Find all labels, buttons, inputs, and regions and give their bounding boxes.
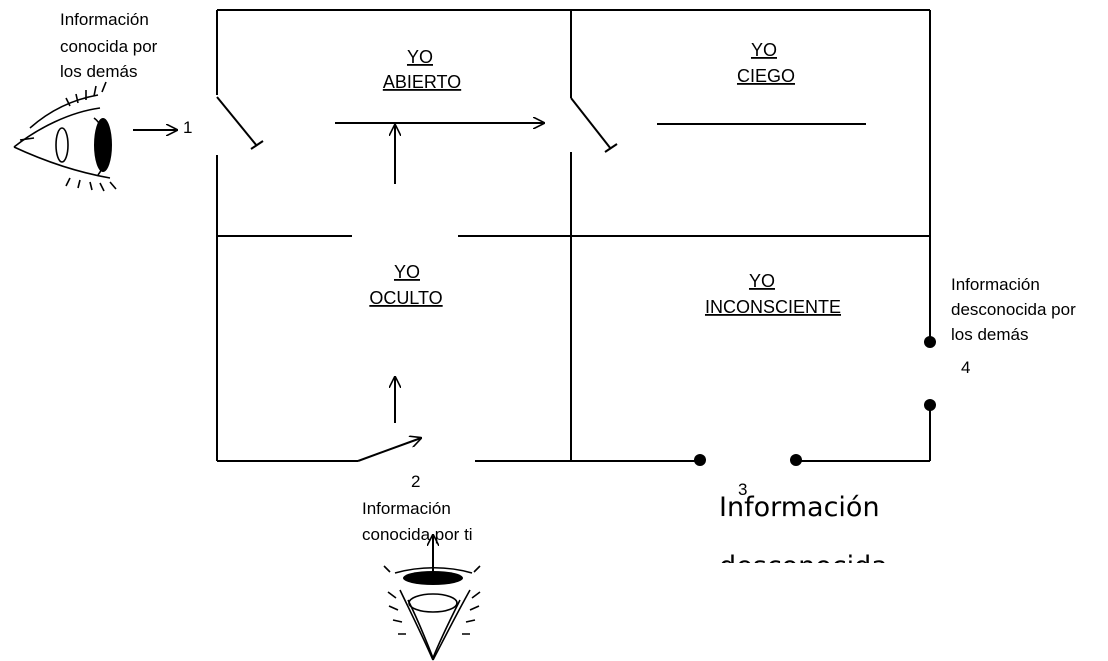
label-known-by-others-line1: Información <box>60 10 149 29</box>
dot-right-bottom <box>924 399 936 411</box>
quadrant-blind-line1: YO <box>751 40 777 60</box>
quadrant-open-line1: YO <box>407 47 433 67</box>
frame <box>216 9 931 462</box>
label-known-by-others-line2: conocida por <box>60 37 158 56</box>
label-unknown-by-others-line1: Información <box>951 275 1040 294</box>
quadrant-blind-line2: CIEGO <box>737 66 795 86</box>
dot-right-top <box>924 336 936 348</box>
door-2 <box>570 97 618 153</box>
label-unknown-line2: desconocida <box>719 551 888 582</box>
number-3: 3 <box>738 480 747 499</box>
eye-icon <box>13 81 117 192</box>
quadrant-unconscious-line2: INCONSCIENTE <box>705 297 841 317</box>
number-1: 1 <box>183 118 192 137</box>
label-unknown-by-others-line2: desconocida por <box>951 300 1076 319</box>
quadrant-open-line2: ABIERTO <box>383 72 461 92</box>
label-known-by-you-line1: Información <box>362 499 451 518</box>
number-4: 4 <box>961 358 970 377</box>
quadrant-unconscious-line1: YO <box>749 271 775 291</box>
door-1 <box>216 96 264 150</box>
door-bottom <box>357 438 421 462</box>
label-known-by-others-line3: los demás <box>60 62 137 81</box>
quadrant-hidden-line1: YO <box>394 262 420 282</box>
dot-bottom-right <box>790 454 802 466</box>
label-unknown-by-others-line3: los demás <box>951 325 1028 344</box>
label-known-by-you-line2: conocida por ti <box>362 525 473 544</box>
number-2: 2 <box>411 472 420 491</box>
label-unknown-line1: Información <box>719 492 880 523</box>
quadrant-hidden-line2: OCULTO <box>369 288 442 308</box>
dot-bottom-left <box>694 454 706 466</box>
eye-icon <box>383 565 481 661</box>
